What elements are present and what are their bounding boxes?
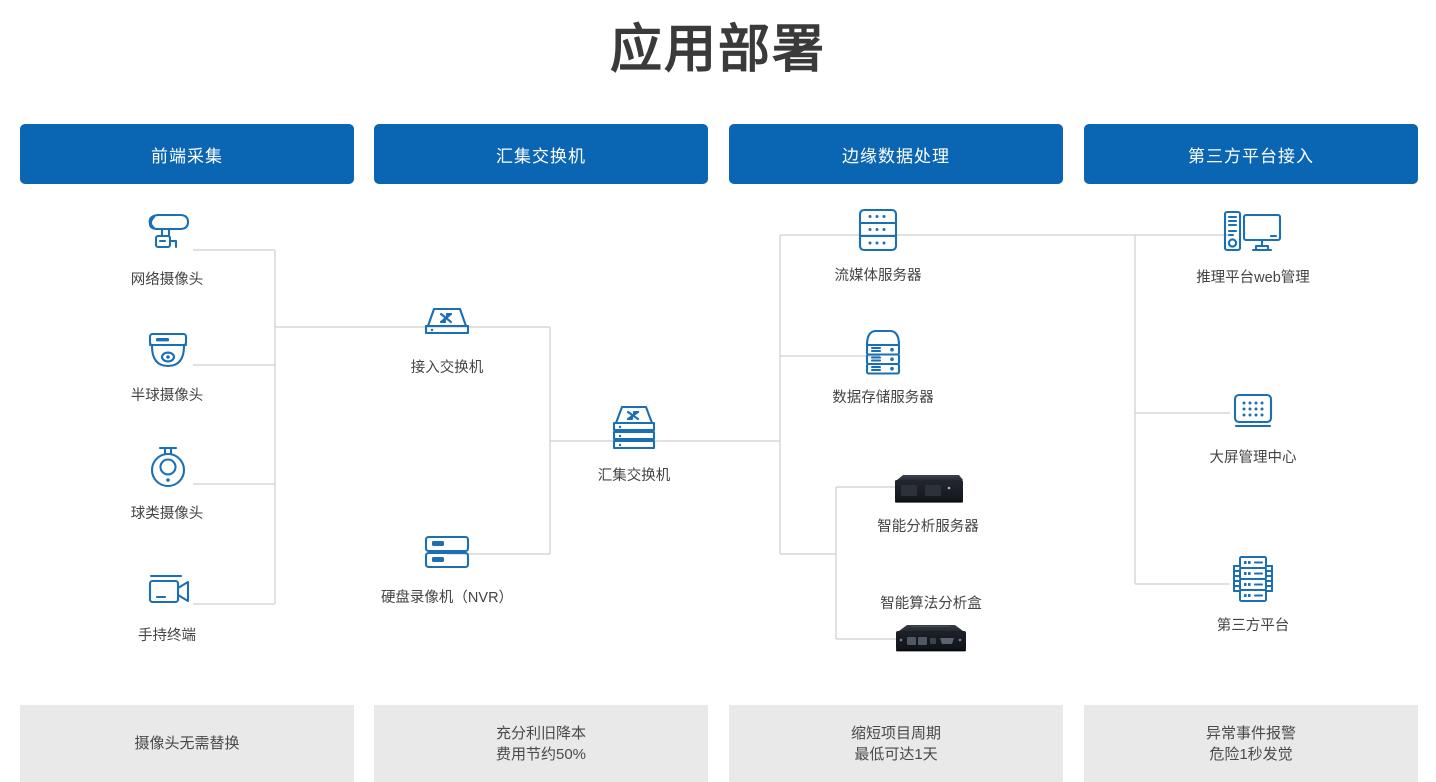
node-label: 流媒体服务器 bbox=[834, 268, 922, 284]
footer-line: 危险1秒发觉 bbox=[1209, 745, 1293, 763]
node-label: 推理平台web管理 bbox=[1196, 270, 1310, 286]
node-label: 球类摄像头 bbox=[130, 506, 204, 522]
footer-line: 异常事件报警 bbox=[1205, 724, 1296, 742]
connector-lines bbox=[193, 234, 1230, 640]
ai-analysis-server-photo bbox=[823, 469, 1033, 509]
architecture-diagram: 网络摄像头 半球摄像头 球类摄像头 bbox=[0, 184, 1436, 684]
node-handheld-terminal[interactable]: 手持终端 bbox=[62, 562, 272, 645]
column-header-aggregation-switch[interactable]: 汇集交换机 bbox=[374, 124, 708, 184]
access-switch-icon bbox=[342, 294, 552, 350]
node-ai-analysis-server[interactable]: 智能分析服务器 bbox=[823, 469, 1033, 536]
footer-benefit-edge-data-processing: 缩短项目周期 最低可达1天 bbox=[729, 705, 1063, 782]
node-video-wall-center[interactable]: 大屏管理中心 bbox=[1148, 384, 1358, 467]
node-label: 网络摄像头 bbox=[130, 272, 204, 288]
node-network-camera[interactable]: 网络摄像头 bbox=[62, 206, 272, 289]
node-nvr[interactable]: 硬盘录像机（NVR） bbox=[342, 524, 552, 607]
footer-line: 摄像头无需替换 bbox=[134, 735, 240, 752]
storage-server-icon bbox=[778, 324, 988, 380]
column-header-third-party-platform-access[interactable]: 第三方平台接入 bbox=[1084, 124, 1418, 184]
node-third-party-platform[interactable]: 第三方平台 bbox=[1148, 552, 1358, 635]
node-storage-server[interactable]: 数据存储服务器 bbox=[778, 324, 988, 407]
bullet-camera-icon bbox=[62, 206, 272, 262]
video-wall-icon bbox=[1148, 384, 1358, 440]
column-header-edge-data-processing[interactable]: 边缘数据处理 bbox=[729, 124, 1063, 184]
footer-benefit-third-party-platform-access: 异常事件报警 危险1秒发觉 bbox=[1084, 705, 1418, 782]
node-label: 第三方平台 bbox=[1216, 618, 1290, 634]
node-streaming-server[interactable]: 流媒体服务器 bbox=[773, 202, 983, 285]
node-aggregation-switch[interactable]: 汇集交换机 bbox=[529, 402, 739, 485]
node-label: 智能算法分析盒 bbox=[880, 596, 982, 612]
node-inference-platform-web-management[interactable]: 推理平台web管理 bbox=[1148, 204, 1358, 287]
node-label: 大屏管理中心 bbox=[1209, 450, 1297, 466]
node-dome-camera[interactable]: 半球摄像头 bbox=[62, 322, 272, 405]
column-header-front-end-collection[interactable]: 前端采集 bbox=[20, 124, 354, 184]
footer-line: 充分利旧降本 bbox=[495, 724, 586, 742]
node-label: 半球摄像头 bbox=[130, 388, 204, 404]
page-title: 应用部署 bbox=[609, 21, 826, 79]
ptz-camera-icon bbox=[62, 440, 272, 496]
footer-line: 费用节约50% bbox=[495, 745, 587, 763]
node-label: 智能分析服务器 bbox=[877, 519, 979, 535]
footer-line: 缩短项目周期 bbox=[850, 724, 941, 742]
aggregation-switch-icon bbox=[529, 402, 739, 458]
node-access-switch[interactable]: 接入交换机 bbox=[342, 294, 552, 377]
dome-camera-icon bbox=[62, 322, 272, 378]
footer-benefit-front-end-collection: 摄像头无需替换 bbox=[20, 705, 354, 782]
node-label: 数据存储服务器 bbox=[832, 390, 934, 406]
node-label: 手持终端 bbox=[138, 628, 196, 644]
server-rack-icon bbox=[1148, 552, 1358, 608]
nvr-icon bbox=[342, 524, 552, 580]
node-ai-algorithm-box[interactable]: 智能算法分析盒 bbox=[826, 592, 1036, 659]
ai-algorithm-box-photo bbox=[826, 619, 1036, 659]
streaming-server-icon bbox=[773, 202, 983, 258]
node-ptz-camera[interactable]: 球类摄像头 bbox=[62, 440, 272, 523]
node-label: 接入交换机 bbox=[410, 360, 484, 376]
desktop-workstation-icon bbox=[1148, 204, 1358, 260]
footer-line: 最低可达1天 bbox=[854, 745, 938, 763]
handheld-camcorder-icon bbox=[62, 562, 272, 618]
node-label: 汇集交换机 bbox=[597, 468, 671, 484]
footer-benefit-aggregation-switch: 充分利旧降本 费用节约50% bbox=[374, 705, 708, 782]
node-label: 硬盘录像机（NVR） bbox=[380, 590, 514, 606]
